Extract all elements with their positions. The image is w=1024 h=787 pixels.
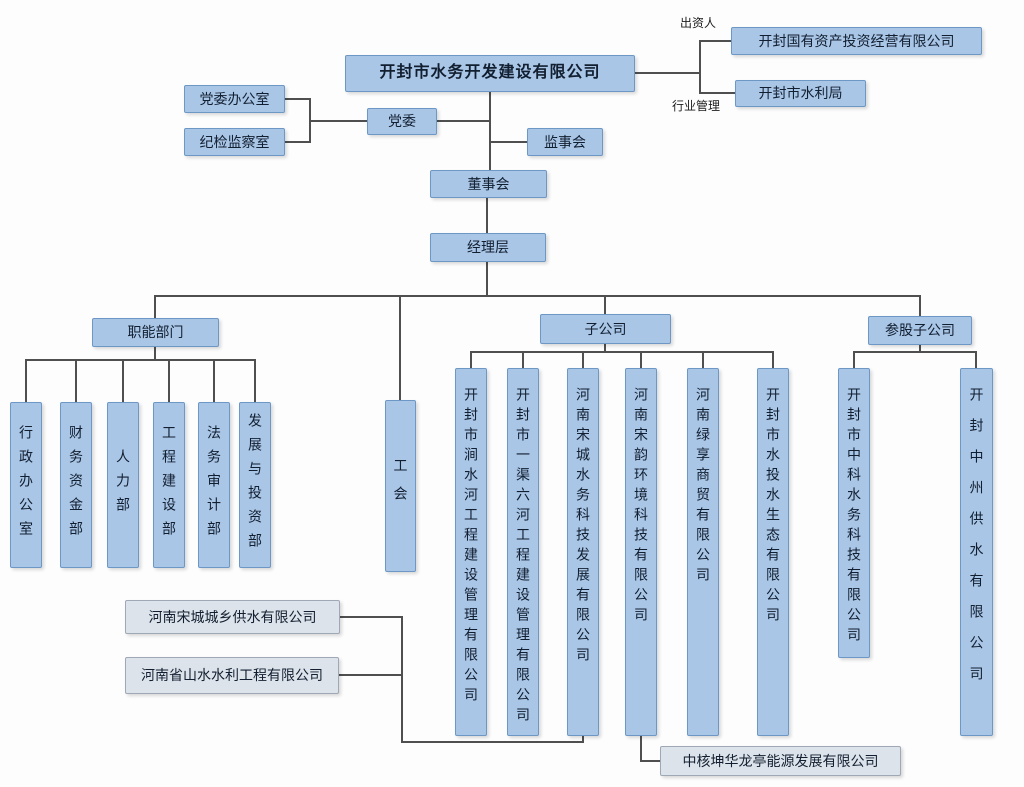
connector-line [75,359,77,402]
connector-line [122,359,124,402]
connector-line [489,91,491,170]
connector-line [285,98,311,100]
connector-line [640,351,642,368]
subsidiaries-header: 子公司 [540,314,671,344]
department-node: 法务审计部 [198,402,230,568]
party-committee-node: 党委 [367,108,437,135]
connector-line [604,344,606,353]
connector-line [309,120,367,122]
connector-line [25,359,27,402]
energy-company-node: 中核坤华龙亭能源发展有限公司 [660,746,901,776]
connector-line [254,359,256,402]
connector-line [486,262,488,297]
union-node: 工会 [385,400,416,572]
connector-line [772,351,774,368]
investor-role-label: 出资人 [680,16,717,30]
discipline-office-node: 纪检监察室 [184,128,285,156]
subsidiary-node: 河南宋韵环境科技有限公司 [625,368,657,736]
management-level-node: 经理层 [430,233,546,262]
connector-line [486,198,488,233]
connector-line [154,295,921,297]
connector-line [699,40,701,94]
connector-line [401,616,403,743]
connector-line [853,351,977,353]
connector-line [154,295,156,318]
org-root-node: 开封市水务开发建设有限公司 [345,55,635,92]
connector-line [975,351,977,368]
connector-line [213,359,215,402]
connector-line [919,295,921,316]
department-node: 工程建设部 [153,402,185,568]
connector-line [582,351,584,368]
subsidiary-node: 开封市一渠六河工程建设管理有限公司 [507,368,539,736]
subsidiary-node: 河南宋城水务科技发展有限公司 [567,368,599,736]
affiliate-node: 河南省山水水利工程有限公司 [125,657,339,694]
connector-line [470,351,472,368]
industry-management-label: 行业管理 [672,99,721,113]
connector-line [522,351,524,368]
water-bureau-node: 开封市水利局 [735,80,866,107]
connector-line [640,760,660,762]
connector-line [490,141,527,143]
connector-line [339,674,403,676]
connector-line [168,359,170,402]
connector-line [470,351,774,353]
connector-line [437,120,490,122]
connector-line [635,72,701,74]
holding-company-node: 开封中州供水有限公司 [960,368,993,736]
department-node: 财务资金部 [60,402,92,568]
connector-line [285,141,311,143]
functional-departments-header: 职能部门 [92,318,219,347]
connector-line [640,736,642,762]
affiliate-node: 河南宋城城乡供水有限公司 [125,600,340,634]
connector-line [701,92,735,94]
board-of-directors-node: 董事会 [430,170,547,198]
holding-company-node: 开封市中科水务科技有限公司 [838,368,870,658]
connector-line [604,295,606,314]
subsidiary-node: 河南绿享商贸有限公司 [687,368,719,736]
investor-company-node: 开封国有资产投资经营有限公司 [731,27,982,55]
connector-line [401,741,584,743]
connector-line [154,347,156,361]
holding-companies-header: 参股子公司 [868,316,972,345]
connector-line [399,295,401,400]
connector-line [702,351,704,368]
supervisory-board-node: 监事会 [527,128,603,156]
connector-line [340,616,403,618]
department-node: 发展与投资部 [239,402,271,568]
subsidiary-node: 开封市涧水河工程建设管理有限公司 [455,368,487,736]
connector-line [582,736,584,743]
department-node: 行政办公室 [10,402,42,568]
connector-line [853,351,855,368]
party-office-node: 党委办公室 [184,85,285,113]
connector-line [25,359,256,361]
connector-line [701,40,731,42]
connector-line [919,345,921,353]
subsidiary-node: 开封市水投水生态有限公司 [757,368,789,736]
department-node: 人力部 [107,402,139,568]
